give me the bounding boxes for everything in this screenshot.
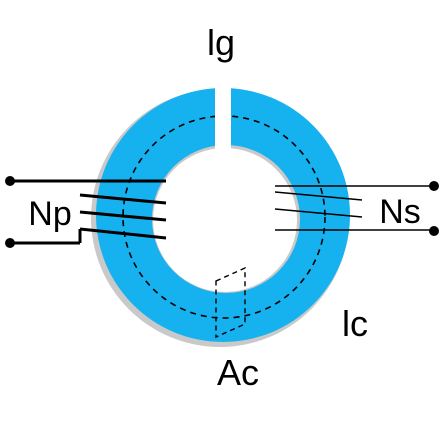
primary-terminal-top (5, 176, 15, 186)
np-label-bg (25, 193, 75, 231)
core-area-label: Ac (217, 352, 259, 393)
gap-length-label: lg (207, 22, 235, 63)
toroid-core (91, 88, 350, 347)
primary-turn-3 (79, 227, 167, 240)
secondary-turn-2 (274, 208, 363, 218)
ns-label-bg (376, 192, 424, 228)
secondary-terminal-bottom (429, 226, 439, 236)
secondary-winding (274, 185, 434, 231)
core-length-label: lc (342, 303, 368, 344)
core-cross-section (215, 266, 246, 339)
gap-path-mask (215, 100, 231, 130)
primary-terminal-bottom (5, 238, 15, 248)
secondary-turn-1 (274, 191, 363, 201)
secondary-turns-label: Ns (379, 193, 421, 231)
primary-turn-1 (79, 193, 167, 205)
primary-winding (10, 179, 167, 245)
secondary-terminal-top (429, 181, 439, 191)
primary-turn-2 (79, 210, 167, 222)
core-hole (153, 148, 297, 292)
primary-turns-label: Np (28, 195, 71, 233)
